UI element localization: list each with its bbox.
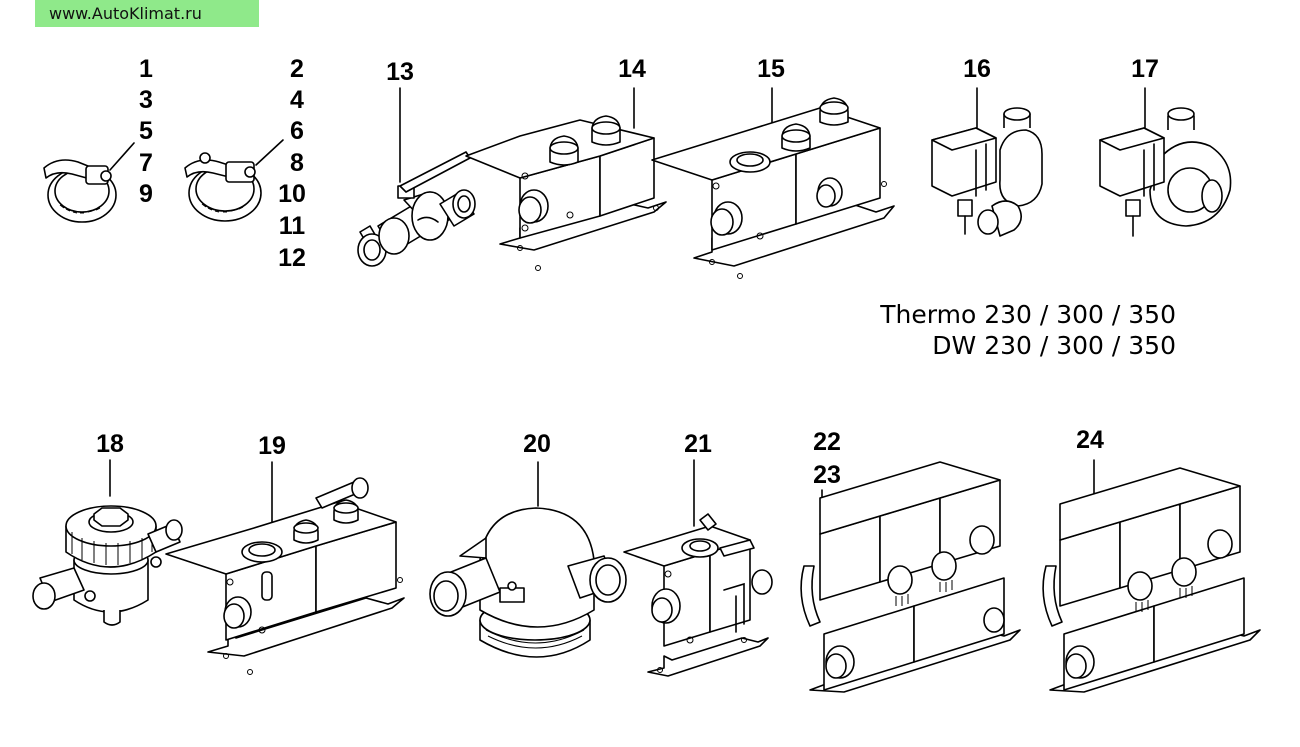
label-12: 12 [278,244,306,272]
three-way-valve [429,461,627,658]
label-2: 2 [290,55,304,83]
label-14: 14 [618,55,646,83]
label-20: 20 [523,430,551,458]
label-6: 6 [290,117,304,145]
valve-block-2 [465,87,667,271]
valve-block-3 [651,87,895,279]
watermark-banner: www.AutoKlimat.ru [35,0,259,27]
hose-clamp-small [43,142,135,223]
valve-control-unit-22-23 [800,461,1021,693]
valve-control-unit-24 [1042,459,1261,693]
label-21: 21 [684,430,712,458]
label-22: 22 [813,428,841,456]
model-line-2: DW 230 / 300 / 350 [932,331,1176,360]
label-18: 18 [96,430,124,458]
label-9: 9 [139,180,153,208]
label-7: 7 [139,149,153,177]
label-8: 8 [290,149,304,177]
label-13: 13 [386,58,414,86]
ball-valve [357,87,476,267]
circulation-pump-1 [931,87,1043,237]
label-24: 24 [1076,426,1104,454]
label-5: 5 [139,117,153,145]
valve-block-19 [165,461,405,675]
label-10: 10 [278,180,306,208]
label-17: 17 [1131,55,1159,83]
hose-clamp-large [184,139,284,222]
model-line-1: Thermo 230 / 300 / 350 [880,300,1176,329]
label-15: 15 [757,55,785,83]
water-filter [32,459,183,626]
label-3: 3 [139,86,153,114]
circulation-pump-2 [1099,87,1232,237]
label-23: 23 [813,461,841,489]
label-1: 1 [139,55,153,83]
label-19: 19 [258,432,286,460]
label-11: 11 [278,212,306,240]
label-16: 16 [963,55,991,83]
control-valve-unit [623,459,773,677]
label-4: 4 [290,86,304,114]
